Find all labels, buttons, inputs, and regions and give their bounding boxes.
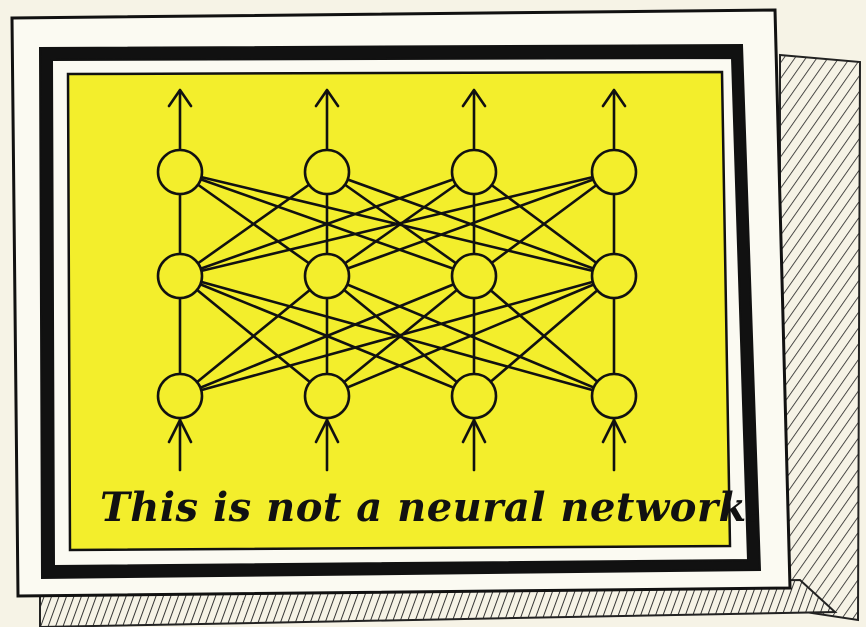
neuron-node — [305, 150, 349, 194]
wall-shadow-right — [780, 55, 860, 620]
neuron-node — [305, 254, 349, 298]
neuron-node — [158, 150, 202, 194]
yellow-panel — [68, 72, 730, 550]
neuron-node — [305, 374, 349, 418]
neuron-node — [592, 150, 636, 194]
neuron-node — [452, 374, 496, 418]
neuron-node — [158, 254, 202, 298]
neuron-node — [452, 254, 496, 298]
neuron-node — [592, 254, 636, 298]
neuron-node — [158, 374, 202, 418]
caption: This is not a neural network. — [100, 484, 700, 531]
neuron-node — [592, 374, 636, 418]
neuron-node — [452, 150, 496, 194]
